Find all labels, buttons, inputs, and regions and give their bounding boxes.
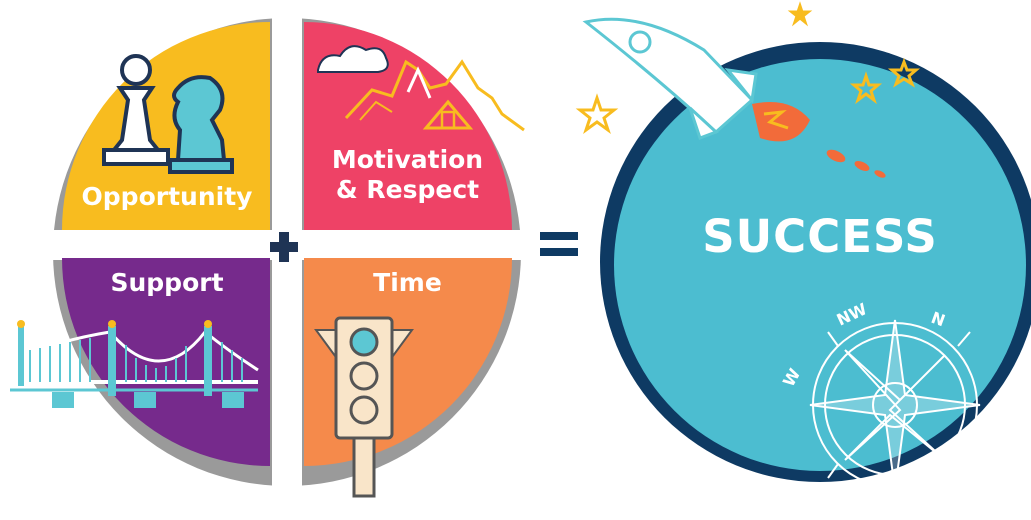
- quadrant-opportunity: [62, 22, 270, 230]
- chess-pieces-icon: [102, 54, 234, 174]
- compass-letter-s: S: [865, 485, 880, 506]
- plus-operator: [270, 232, 298, 262]
- success-label: SUCCESS: [702, 210, 938, 263]
- opportunity-label: Opportunity: [81, 182, 253, 211]
- success-circle: [600, 42, 1031, 482]
- quadrant-support: [62, 258, 270, 466]
- mountain-tent-icon: [317, 45, 525, 132]
- motivation-label-line2: & Respect: [335, 175, 480, 204]
- rocket-icon: [582, 17, 886, 178]
- compass-letter-n: N: [929, 308, 948, 330]
- quadrant-circle: [40, 10, 540, 500]
- traffic-light-icon: [314, 316, 414, 498]
- success-circle-fill: [614, 59, 1026, 471]
- equals-operator: [540, 232, 578, 256]
- star-icon: [575, 1, 921, 134]
- quadrant-motivation: [304, 22, 512, 230]
- bridge-icon: [9, 320, 259, 408]
- motivation-respect-label: Motivation & Respect: [305, 145, 510, 205]
- compass-letter-se: SE: [921, 476, 949, 502]
- time-label: Time: [373, 268, 442, 297]
- support-label: Support: [110, 268, 224, 297]
- compass-icon: [809, 319, 981, 491]
- motivation-label-line1: Motivation: [331, 145, 484, 174]
